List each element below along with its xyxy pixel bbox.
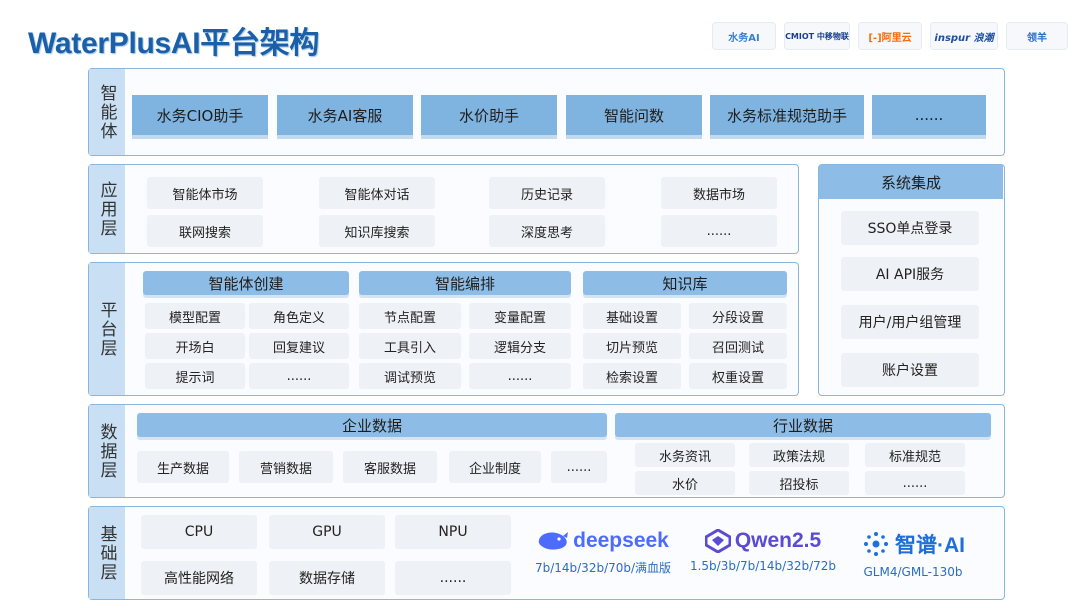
qwen-sizes: 1.5b/3b/7b/14b/32b/72b [689,559,837,573]
platform-logic-branch[interactable]: 逻辑分支 [469,333,571,359]
platform-layer: 平台层 智能体创建 模型配置 角色定义 开场白 回复建议 提示词 ...... … [88,262,799,396]
platform-basic-settings[interactable]: 基础设置 [583,303,681,329]
agent-water-standard[interactable]: 水务标准规范助手 [710,95,864,135]
data-production[interactable]: 生产数据 [137,451,229,483]
industry-data-head: 行业数据 [615,413,991,437]
base-npu[interactable]: NPU [395,515,511,549]
model-deepseek[interactable]: deepseek 7b/14b/32b/70b/满血版 [525,529,681,576]
data-bidding[interactable]: 招投标 [749,471,849,495]
data-policy-law[interactable]: 政策法规 [749,443,849,467]
data-standards[interactable]: 标准规范 [865,443,965,467]
data-water-news[interactable]: 水务资讯 [635,443,735,467]
platform-tool-import[interactable]: 工具引入 [359,333,461,359]
zhipu-logo-icon [864,532,888,556]
data-enterprise-more[interactable]: ...... [551,451,607,483]
system-integration-head: 系统集成 [819,165,1003,199]
app-deep-thinking[interactable]: 深度思考 [489,215,605,247]
data-layer-label: 数据层 [89,405,125,497]
app-layer: 应用层 智能体市场 智能体对话 历史记录 数据市场 联网搜索 知识库搜索 深度思… [88,164,799,254]
app-history[interactable]: 历史记录 [489,177,605,209]
model-zhipu[interactable]: 智谱·AI GLM4/GML-130b [841,529,985,579]
system-integration-panel: 系统集成 SSO单点登录 AI API服务 用户/用户组管理 账户设置 [818,164,1005,396]
app-more[interactable]: ...... [661,215,777,247]
platform-recall-test[interactable]: 召回测试 [689,333,787,359]
app-agent-market[interactable]: 智能体市场 [147,177,263,209]
logo-inspur: inspur 浪潮 [930,22,998,50]
system-account-settings[interactable]: 账户设置 [841,353,979,387]
platform-agent-create-head: 智能体创建 [143,271,349,295]
agent-layer: 智能体 水务CIO助手 水务AI客服 水价助手 智能问数 水务标准规范助手 ..… [88,68,1005,156]
platform-opening[interactable]: 开场白 [145,333,245,359]
data-marketing[interactable]: 营销数据 [239,451,333,483]
app-web-search[interactable]: 联网搜索 [147,215,263,247]
platform-var-config[interactable]: 变量配置 [469,303,571,329]
platform-segment-settings[interactable]: 分段设置 [689,303,787,329]
agent-more[interactable]: ...... [872,95,986,135]
base-gpu[interactable]: GPU [269,515,385,549]
agent-layer-label: 智能体 [89,69,125,155]
zhipu-name: 智谱·AI [895,534,965,557]
partner-logos: 水务AI CMIOT 中移物联 [-]阿里云 inspur 浪潮 领羊 [712,22,1072,50]
base-more[interactable]: ...... [395,561,511,595]
platform-orchestration-head: 智能编排 [359,271,571,295]
qwen-name: Qwen2.5 [734,529,822,552]
app-data-market[interactable]: 数据市场 [661,177,777,209]
agent-water-price[interactable]: 水价助手 [421,95,557,135]
data-layer: 数据层 企业数据 生产数据 营销数据 客服数据 企业制度 ...... 行业数据… [88,404,1005,498]
platform-slice-preview[interactable]: 切片预览 [583,333,681,359]
logo-lingyang: 领羊 [1006,22,1068,50]
deepseek-name: deepseek [573,529,669,552]
logo-aliyun: [-]阿里云 [858,22,922,50]
logo-cmiot: CMIOT 中移物联 [784,22,850,50]
zhipu-sizes: GLM4/GML-130b [863,565,963,579]
app-agent-chat[interactable]: 智能体对话 [319,177,435,209]
deepseek-sizes: 7b/14b/32b/70b/满血版 [534,561,672,575]
platform-kb-head: 知识库 [583,271,787,295]
data-enterprise-policy[interactable]: 企业制度 [449,451,541,483]
app-kb-search[interactable]: 知识库搜索 [319,215,435,247]
platform-role-define[interactable]: 角色定义 [249,303,349,329]
qwen-logo-icon [704,529,731,553]
base-layer-label: 基础层 [89,507,125,599]
platform-layer-label: 平台层 [89,263,125,395]
enterprise-data-head: 企业数据 [137,413,607,437]
platform-weight-settings[interactable]: 权重设置 [689,363,787,389]
platform-model-config[interactable]: 模型配置 [145,303,245,329]
data-industry-more[interactable]: ...... [865,471,965,495]
platform-retrieval-settings[interactable]: 检索设置 [583,363,681,389]
agent-water-cio[interactable]: 水务CIO助手 [132,95,268,135]
system-user-group[interactable]: 用户/用户组管理 [841,305,979,339]
platform-node-config[interactable]: 节点配置 [359,303,461,329]
model-qwen[interactable]: Qwen2.5 1.5b/3b/7b/14b/32b/72b [685,529,841,573]
base-data-storage[interactable]: 数据存储 [269,561,385,595]
logo-water-ai: 水务AI [712,22,776,50]
platform-debug-preview[interactable]: 调试预览 [359,363,461,389]
data-customer-service[interactable]: 客服数据 [343,451,437,483]
platform-orch-more[interactable]: ...... [469,363,571,389]
base-layer: 基础层 CPU GPU NPU 高性能网络 数据存储 ...... deepse… [88,506,1005,600]
data-water-price[interactable]: 水价 [635,471,735,495]
agent-smart-query[interactable]: 智能问数 [566,95,702,135]
platform-prompt[interactable]: 提示词 [145,363,245,389]
page-title: WaterPlusAI平台架构 [28,27,320,60]
platform-reply-suggest[interactable]: 回复建议 [249,333,349,359]
base-cpu[interactable]: CPU [141,515,257,549]
system-ai-api[interactable]: AI API服务 [841,257,979,291]
app-layer-label: 应用层 [89,165,125,253]
whale-icon [538,532,569,550]
base-hpc-network[interactable]: 高性能网络 [141,561,257,595]
system-sso-login[interactable]: SSO单点登录 [841,211,979,245]
agent-water-ai-service[interactable]: 水务AI客服 [277,95,413,135]
platform-agent-more[interactable]: ...... [249,363,349,389]
